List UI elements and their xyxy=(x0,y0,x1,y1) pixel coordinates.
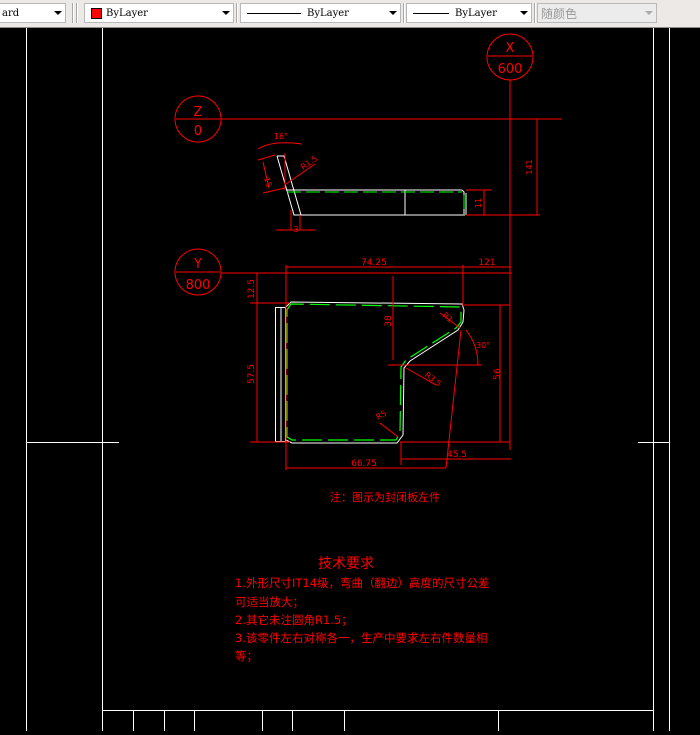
bubble-x-top: X xyxy=(506,41,515,56)
dim-offset-121: 121 xyxy=(478,258,495,268)
top-view-outline xyxy=(275,301,465,444)
dim-width-74-25: 74.25 xyxy=(361,258,387,268)
top-view-centerline xyxy=(286,303,462,441)
bubble-z xyxy=(174,95,562,143)
chevron-down-icon[interactable] xyxy=(517,4,531,22)
color-value: ByLayer xyxy=(106,7,148,19)
linetype-preview-icon xyxy=(247,12,301,14)
lineweight-combo[interactable]: ByLayer xyxy=(406,3,532,23)
chevron-down-icon[interactable] xyxy=(386,4,400,22)
dim-height-11: 11 xyxy=(474,198,483,208)
plotstyle-value: 随颜色 xyxy=(541,6,578,21)
dim-angle-16: 16° xyxy=(274,132,288,141)
toolbar-separator xyxy=(534,3,535,23)
dim-radius-r5: R5 xyxy=(375,409,389,422)
side-view-centerline xyxy=(287,191,465,215)
drawing-frame xyxy=(26,28,670,731)
bubble-y-bottom: 800 xyxy=(186,278,211,293)
tech-req-line-3: 2.其它未注圆角R1.5； xyxy=(235,613,353,627)
chevron-down-icon[interactable] xyxy=(51,4,65,22)
toolbar-separator xyxy=(236,3,237,23)
tech-req-line-5: 等； xyxy=(235,649,258,663)
text-style-combo[interactable]: ard xyxy=(0,3,66,23)
dim-depth-38: 38 xyxy=(384,315,394,327)
tech-req-line-2: 可适当放大； xyxy=(235,595,304,609)
properties-toolbar: ard ByLayer ByLayer ByLayer 随颜色 xyxy=(0,0,700,28)
toolbar-separator xyxy=(72,3,73,23)
dim-z-141: 141 xyxy=(525,159,534,174)
toolbar-grip[interactable] xyxy=(76,3,77,23)
drawing-canvas[interactable]: X 600 Z 0 Y 800 1 xyxy=(0,28,700,731)
chevron-down-icon[interactable] xyxy=(219,4,233,22)
text-style-value: ard xyxy=(2,7,20,19)
linetype-combo[interactable]: ByLayer xyxy=(240,3,401,23)
lineweight-preview-icon xyxy=(413,12,449,14)
drawing-note: 注：图示为封闭板左件 xyxy=(330,490,440,504)
tech-req-line-4: 3.该零件左右对称各一，生产中要求左右件数量相 xyxy=(235,631,487,645)
color-swatch-icon xyxy=(91,7,102,19)
dim-flange-15: 15 xyxy=(262,176,273,188)
plotstyle-combo[interactable]: 随颜色 xyxy=(537,3,657,23)
dim-radius-r15: R1.5 xyxy=(299,154,319,172)
side-view-dimensions xyxy=(257,119,540,231)
bubble-y xyxy=(174,248,512,296)
top-view-dimensions xyxy=(250,265,511,470)
dim-width-66-75: 66.75 xyxy=(351,459,377,469)
bubble-z-top: Z xyxy=(194,105,203,120)
tech-requirements-title: 技术要求 xyxy=(318,556,374,572)
bubble-x xyxy=(486,33,534,450)
bubble-y-top: Y xyxy=(193,257,202,272)
dim-radius-r3-5: R3.5 xyxy=(423,370,443,388)
dim-angle-30: 30° xyxy=(476,341,490,350)
toolbar-separator xyxy=(403,3,404,23)
linetype-value: ByLayer xyxy=(307,7,349,19)
dim-height-56: 56 xyxy=(493,368,503,380)
tech-req-line-1: 1.外形尺寸IT14级，弯曲（翻边）高度的尺寸公差 xyxy=(235,576,490,590)
bubble-z-bottom: 0 xyxy=(194,124,202,139)
dim-gap-12-5: 12.5 xyxy=(247,279,257,299)
bubble-x-bottom: 600 xyxy=(498,62,523,77)
dim-width-45-5: 45.5 xyxy=(447,450,467,460)
dim-height-57-5: 57.5 xyxy=(247,364,257,384)
lineweight-value: ByLayer xyxy=(455,7,497,19)
dim-thickness-3: 3 xyxy=(293,225,298,234)
chevron-down-icon[interactable] xyxy=(642,4,656,22)
color-combo[interactable]: ByLayer xyxy=(84,3,234,23)
